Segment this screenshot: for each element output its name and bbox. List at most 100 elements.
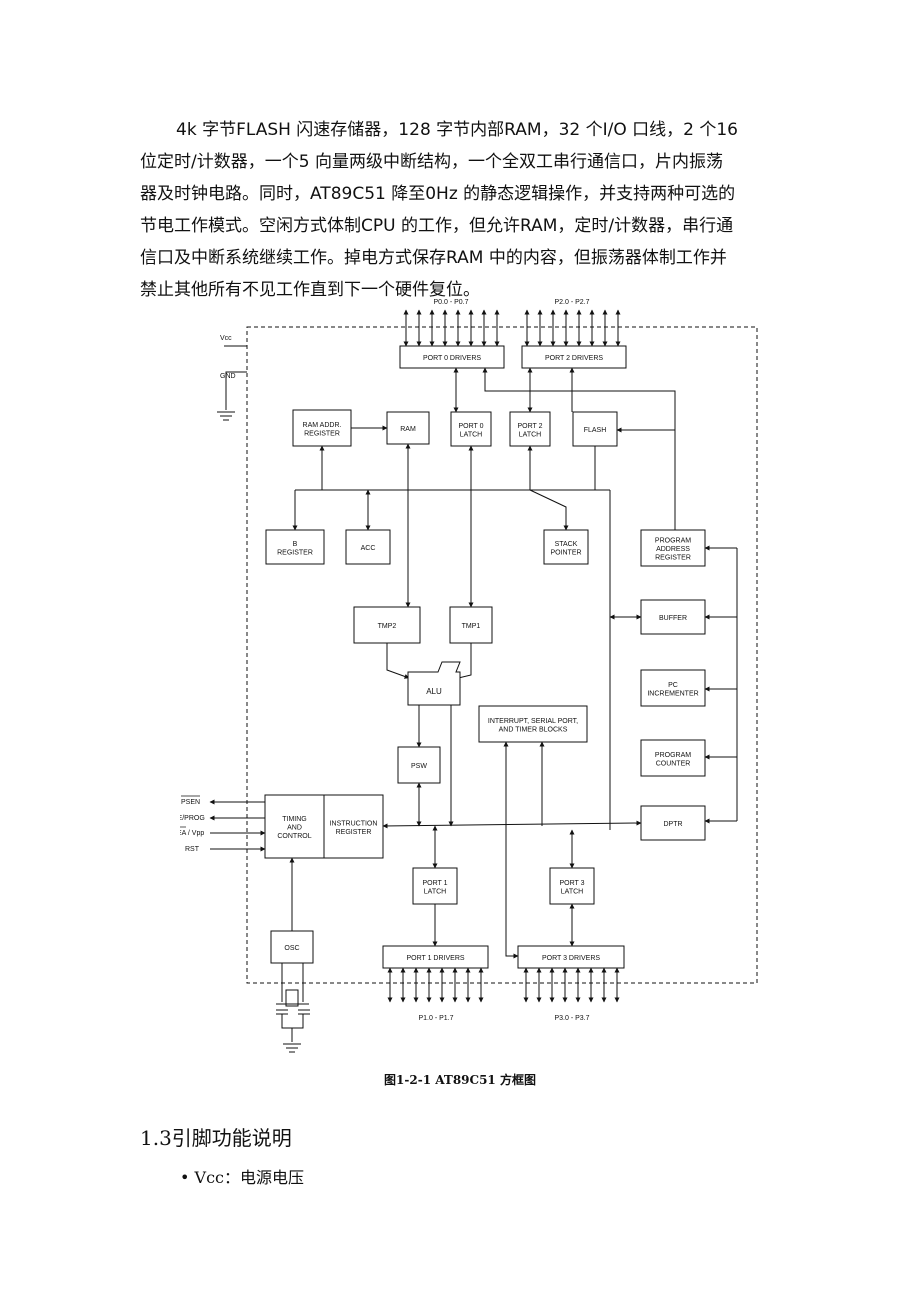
acc-block (345, 529, 391, 565)
ram-label: RAM (400, 426, 416, 433)
program-address-register-label: PROGRAM (655, 538, 691, 545)
instruction-register-label: REGISTER (336, 829, 372, 836)
wire (529, 489, 569, 531)
b-register-block (265, 529, 325, 565)
port1-latch-label: LATCH (424, 888, 446, 895)
port3-label: P3.0 - P3.7 (554, 1015, 589, 1022)
instruction-register-block (323, 794, 384, 859)
interrupt-blocks-label: AND TIMER BLOCKS (499, 726, 568, 733)
port0-drivers-label: PORT 0 DRIVERS (423, 355, 481, 362)
dptr-block (640, 805, 706, 841)
program-address-register-block (640, 529, 706, 567)
psw-block (397, 746, 441, 784)
stack-pointer-label: POINTER (550, 549, 581, 556)
chip-boundary (246, 326, 758, 984)
wire (281, 1014, 304, 1029)
tmp2-label: TMP2 (378, 623, 397, 630)
osc-block (270, 930, 314, 964)
labels: ALU PORT 0 DRIVERS PORT 2 DRIVERS RAM ADDR.… (180, 299, 699, 1022)
bullet-item-vcc: • Vcc：电源电压 (180, 1168, 305, 1187)
port0-latch-block (450, 411, 492, 447)
paragraph-line: 4k 字节FLASH 闪速存储器，128 字节内部RAM，32 个I/O 口线，… (176, 120, 738, 140)
ram-addr-register-label: RAM ADDR. (303, 422, 342, 429)
b-register-label: REGISTER (277, 549, 313, 556)
stack-pointer-label: STACK (555, 541, 578, 548)
paragraph-line: 位定时/计数器，一个5 向量两级中断结构，一个全双工串行通信口，片内振荡 (140, 152, 723, 172)
port2-label: P2.0 - P2.7 (554, 299, 589, 306)
port3-drivers-block (517, 945, 625, 969)
interrupt-blocks-label: INTERRUPT, SERIAL PORT, (488, 718, 578, 725)
buffer-block (640, 599, 706, 635)
tmp1-label: TMP1 (462, 623, 481, 630)
flash-block (572, 411, 618, 447)
tmp1-block (449, 606, 493, 644)
pc-incrementer-block (640, 669, 706, 707)
interrupt-blocks-block (478, 705, 588, 743)
port3-latch-label: PORT 3 (559, 880, 584, 887)
instruction-register-label: INSTRUCTION (330, 820, 378, 827)
program-counter-block (640, 739, 706, 777)
ram-addr-register-block (292, 409, 352, 447)
at89c51-block-diagram: ALU PORT 0 DRIVERS PORT 2 DRIVERS RAM ADDR.… (180, 299, 758, 1053)
port2-latch-block (509, 411, 551, 447)
figure-caption: 图1-2-1 AT89C51 方框图 (384, 1073, 536, 1087)
program-address-register-label: ADDRESS (656, 546, 690, 553)
program-counter-label: COUNTER (656, 760, 691, 767)
crystal-icon (285, 989, 299, 1007)
wire (225, 371, 247, 410)
port2-latch-label: LATCH (519, 431, 541, 438)
port0-drivers-block (399, 345, 505, 369)
block-label-alu: ALU (426, 687, 442, 696)
port2-drivers-label: PORT 2 DRIVERS (545, 355, 603, 362)
alu-shape (407, 661, 461, 706)
timing-control-label: TIMING (282, 816, 307, 823)
pc-incrementer-label: PC (668, 682, 678, 689)
b-register-label: B (293, 541, 298, 548)
port0-label: P0.0 - P0.7 (433, 299, 468, 306)
program-address-register-label: REGISTER (655, 555, 691, 562)
intro-paragraph: 4k 字节FLASH 闪速存储器，128 字节内部RAM，32 个I/O 口线，… (140, 114, 800, 306)
port0-latch-label: PORT 0 (458, 423, 483, 430)
wire (482, 367, 676, 530)
wires (209, 345, 738, 1053)
timing-control-label: AND (287, 825, 302, 832)
timing-control-block (264, 794, 325, 859)
psen-label: PSEN (181, 799, 200, 806)
stack-pointer-block (543, 529, 589, 565)
tmp2-block (353, 606, 421, 644)
ram-addr-register-label: REGISTER (304, 430, 340, 437)
port3-latch-label: LATCH (561, 888, 583, 895)
acc-label: ACC (361, 545, 376, 552)
wire (386, 643, 410, 679)
ea-vpp-label: EA / Vpp (180, 830, 204, 837)
paragraph-line: 节电工作模式。空闲方式体制CPU 的工作，但允许RAM，定时/计数器，串行通 (140, 216, 734, 236)
timing-control-label: CONTROL (277, 833, 311, 840)
port1-latch-block (412, 867, 458, 905)
port1-latch-label: PORT 1 (422, 880, 447, 887)
port1-drivers-block (382, 945, 489, 969)
port0-latch-label: LATCH (460, 431, 482, 438)
port2-drivers-block (521, 345, 627, 369)
section-heading: 1.3引脚功能说明 (140, 1126, 292, 1150)
psw-label: PSW (411, 763, 427, 770)
dptr-label: DPTR (663, 821, 682, 828)
osc-label: OSC (284, 945, 299, 952)
gnd-label: GND (220, 373, 236, 380)
rst-label: RST (185, 846, 200, 853)
port3-latch-block (549, 867, 595, 905)
wire (503, 741, 519, 959)
pc-incrementer-label: INCREMENTER (647, 690, 698, 697)
flash-label: FLASH (584, 427, 607, 434)
port1-drivers-label: PORT 1 DRIVERS (406, 955, 464, 962)
paragraph-line: 信口及中断系统继续工作。掉电方式保存RAM 中的内容，但振荡器体制工作并 (140, 248, 727, 268)
vcc-label: Vcc (220, 335, 232, 342)
wire (382, 820, 642, 829)
ram-block (386, 411, 430, 445)
blocks (264, 345, 706, 969)
port1-label: P1.0 - P1.7 (418, 1015, 453, 1022)
port3-drivers-label: PORT 3 DRIVERS (542, 955, 600, 962)
ale-prog-label: ALE/PROG (180, 815, 205, 822)
paragraph-line: 禁止其他所有不见工作直到下一个硬件复位。 (140, 280, 480, 300)
program-counter-label: PROGRAM (655, 752, 691, 759)
buffer-label: BUFFER (659, 615, 687, 622)
